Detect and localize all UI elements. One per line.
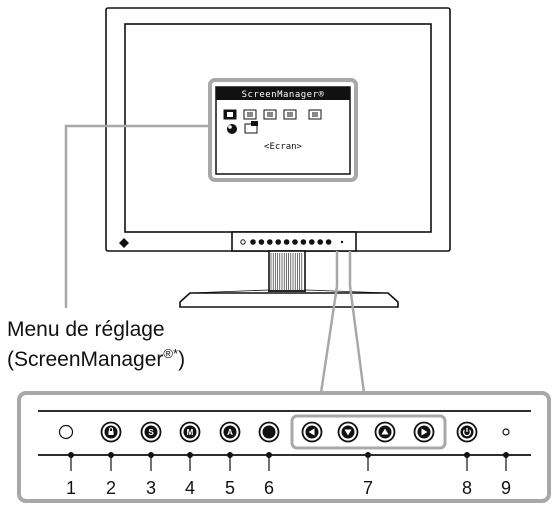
callout-number: 9	[501, 478, 511, 498]
callout-number: 6	[264, 478, 274, 498]
callout-number: 8	[462, 478, 472, 498]
callout-number: 3	[146, 478, 156, 498]
svg-text:A: A	[227, 428, 233, 437]
callout-number: 5	[225, 478, 235, 498]
up-button	[374, 421, 396, 443]
osd-menu-icon	[243, 109, 257, 120]
callout-number: 4	[185, 478, 195, 498]
enter-button	[258, 421, 280, 443]
osd-title-bar	[216, 87, 350, 100]
eizo-logo-icon	[119, 238, 129, 248]
callout-number: 1	[66, 478, 76, 498]
a-button: A	[219, 421, 241, 443]
stand-neck-texture	[270, 253, 303, 290]
control-panel: S M A 1 2 3 4 5 6 7 8 9	[17, 391, 551, 503]
callout-number: 2	[106, 478, 116, 498]
osd-subtitle: <Ecran>	[264, 142, 303, 152]
menu-label-line2-suffix: )	[178, 348, 186, 371]
right-button	[413, 421, 435, 443]
lock-button	[100, 421, 122, 443]
osd-menu: ScreenManager® <Ecran>	[208, 78, 358, 182]
osd-menu-icon	[308, 109, 322, 120]
osd-menu-icon	[263, 109, 277, 120]
svg-text:M: M	[187, 428, 194, 437]
osd-title: ScreenManager®	[242, 90, 325, 100]
bezel-mini-buttons	[240, 239, 344, 245]
menu-label-line2-prefix: (ScreenManager	[7, 348, 164, 371]
down-button	[337, 421, 359, 443]
stand-neck	[268, 250, 306, 292]
osd-callout-line	[64, 124, 210, 308]
stand-base	[179, 292, 399, 308]
m-button: M	[179, 421, 201, 443]
osd-info-icon	[244, 121, 258, 134]
zoom-callout-lines	[319, 251, 366, 394]
power-button	[456, 421, 478, 443]
power-indicator	[502, 428, 510, 436]
osd-icon-grid	[223, 109, 322, 134]
s-button: S	[140, 421, 162, 443]
osd-menu-icon	[283, 109, 297, 120]
arrow-button-group	[290, 414, 447, 450]
osd-inner-frame	[215, 86, 351, 175]
left-button	[301, 421, 323, 443]
callout-number: 7	[363, 478, 373, 498]
menu-label-line2-sup: ®*	[163, 346, 179, 361]
menu-label-line2: (ScreenManager®*)	[7, 346, 186, 372]
sensor-ring	[58, 424, 74, 440]
osd-globe-icon	[227, 124, 237, 134]
menu-label-line1: Menu de réglage	[7, 318, 165, 341]
svg-text:S: S	[148, 428, 154, 437]
osd-menu-icon	[223, 109, 237, 120]
